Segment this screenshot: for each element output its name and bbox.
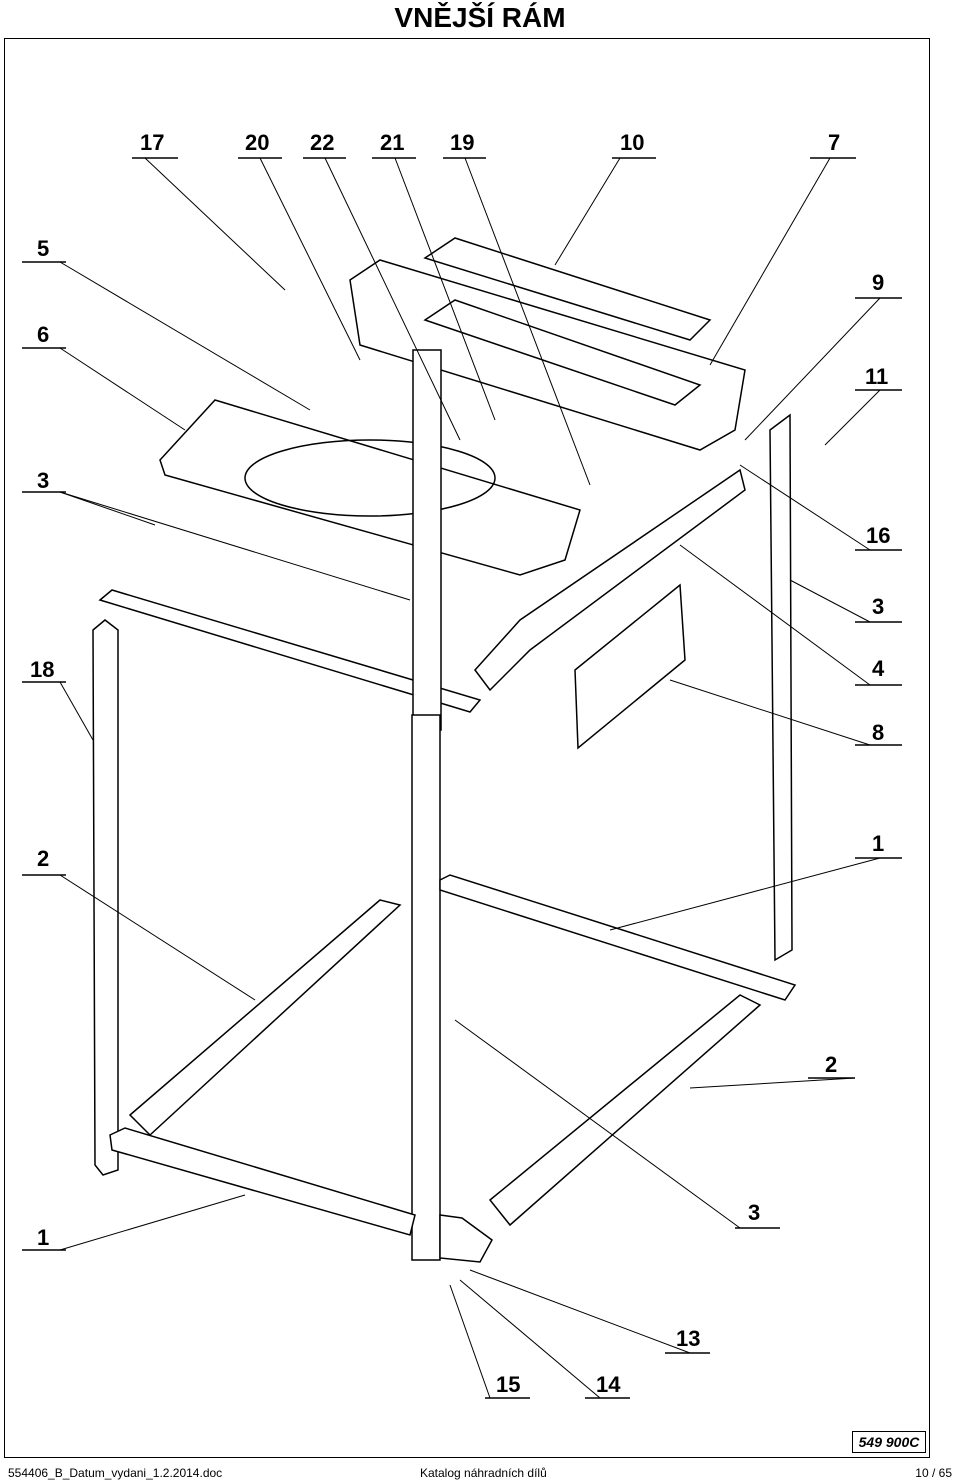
drawing-frame: [4, 38, 930, 1458]
callout-11: 11: [865, 364, 888, 389]
callout-18: 18: [30, 657, 54, 682]
callout-5: 5: [37, 236, 49, 261]
frame-parts: [92, 237, 797, 1263]
part-front-top-frame: [159, 399, 581, 576]
callout-14: 14: [596, 1372, 621, 1397]
drawing-number-stamp: 549 900C: [852, 1431, 926, 1453]
callout-labels: 17 20 22 21 19 10 7 5 9 6 11 3 16 3 18 4…: [30, 130, 890, 1397]
callout-3-b: 3: [872, 594, 884, 619]
part-bottom-rail-1-front: [109, 1127, 416, 1236]
callout-6: 6: [37, 322, 49, 347]
part-side-rail-18: [98, 589, 482, 713]
part-side-rail-4: [474, 468, 746, 692]
callout-1-b: 1: [37, 1225, 49, 1250]
part-top-plate-10: [423, 237, 712, 341]
part-right-post-16: [769, 413, 793, 962]
callout-2: 2: [37, 846, 49, 871]
page-title: VNĚJŠÍ RÁM: [394, 2, 566, 33]
callout-20: 20: [245, 130, 269, 155]
leader-lines: [59, 157, 881, 1399]
part-bottom-rail-2-right: [488, 994, 762, 1227]
callout-7: 7: [828, 130, 840, 155]
callout-19: 19: [450, 130, 474, 155]
callout-16: 16: [866, 523, 890, 548]
part-rear-top-frame: [349, 259, 746, 451]
callout-17: 17: [140, 130, 164, 155]
footer-catalog-title: Katalog náhradních dílů: [420, 1466, 547, 1480]
callout-2-b: 2: [825, 1052, 837, 1077]
callout-13: 13: [676, 1326, 700, 1351]
part-corner-bracket: [439, 1214, 493, 1263]
part-front-post-3: [412, 349, 442, 731]
callout-3: 3: [37, 468, 49, 493]
callout-1: 1: [872, 831, 884, 856]
callout-9: 9: [872, 270, 884, 295]
part-top-plate-21: [423, 299, 702, 406]
part-bottom-rail-2-left: [128, 899, 402, 1137]
part-control-panel-8: [574, 583, 686, 750]
footer-filename: 554406_B_Datum_vydani_1.2.2014.doc: [8, 1466, 223, 1480]
callout-15: 15: [496, 1372, 520, 1397]
callout-21: 21: [380, 130, 404, 155]
callout-underlines: [22, 157, 902, 1399]
callout-22: 22: [310, 130, 334, 155]
callout-8: 8: [872, 720, 884, 745]
callout-4: 4: [872, 656, 885, 681]
callout-10: 10: [620, 130, 644, 155]
footer-page-number: 10 / 65: [915, 1466, 952, 1480]
part-bottom-rail-1-back: [439, 874, 797, 1001]
callout-3-c: 3: [748, 1200, 760, 1225]
part-top-frame-opening: [244, 439, 496, 517]
part-lower-post-3: [411, 714, 441, 1261]
part-left-post-18: [92, 619, 119, 1176]
